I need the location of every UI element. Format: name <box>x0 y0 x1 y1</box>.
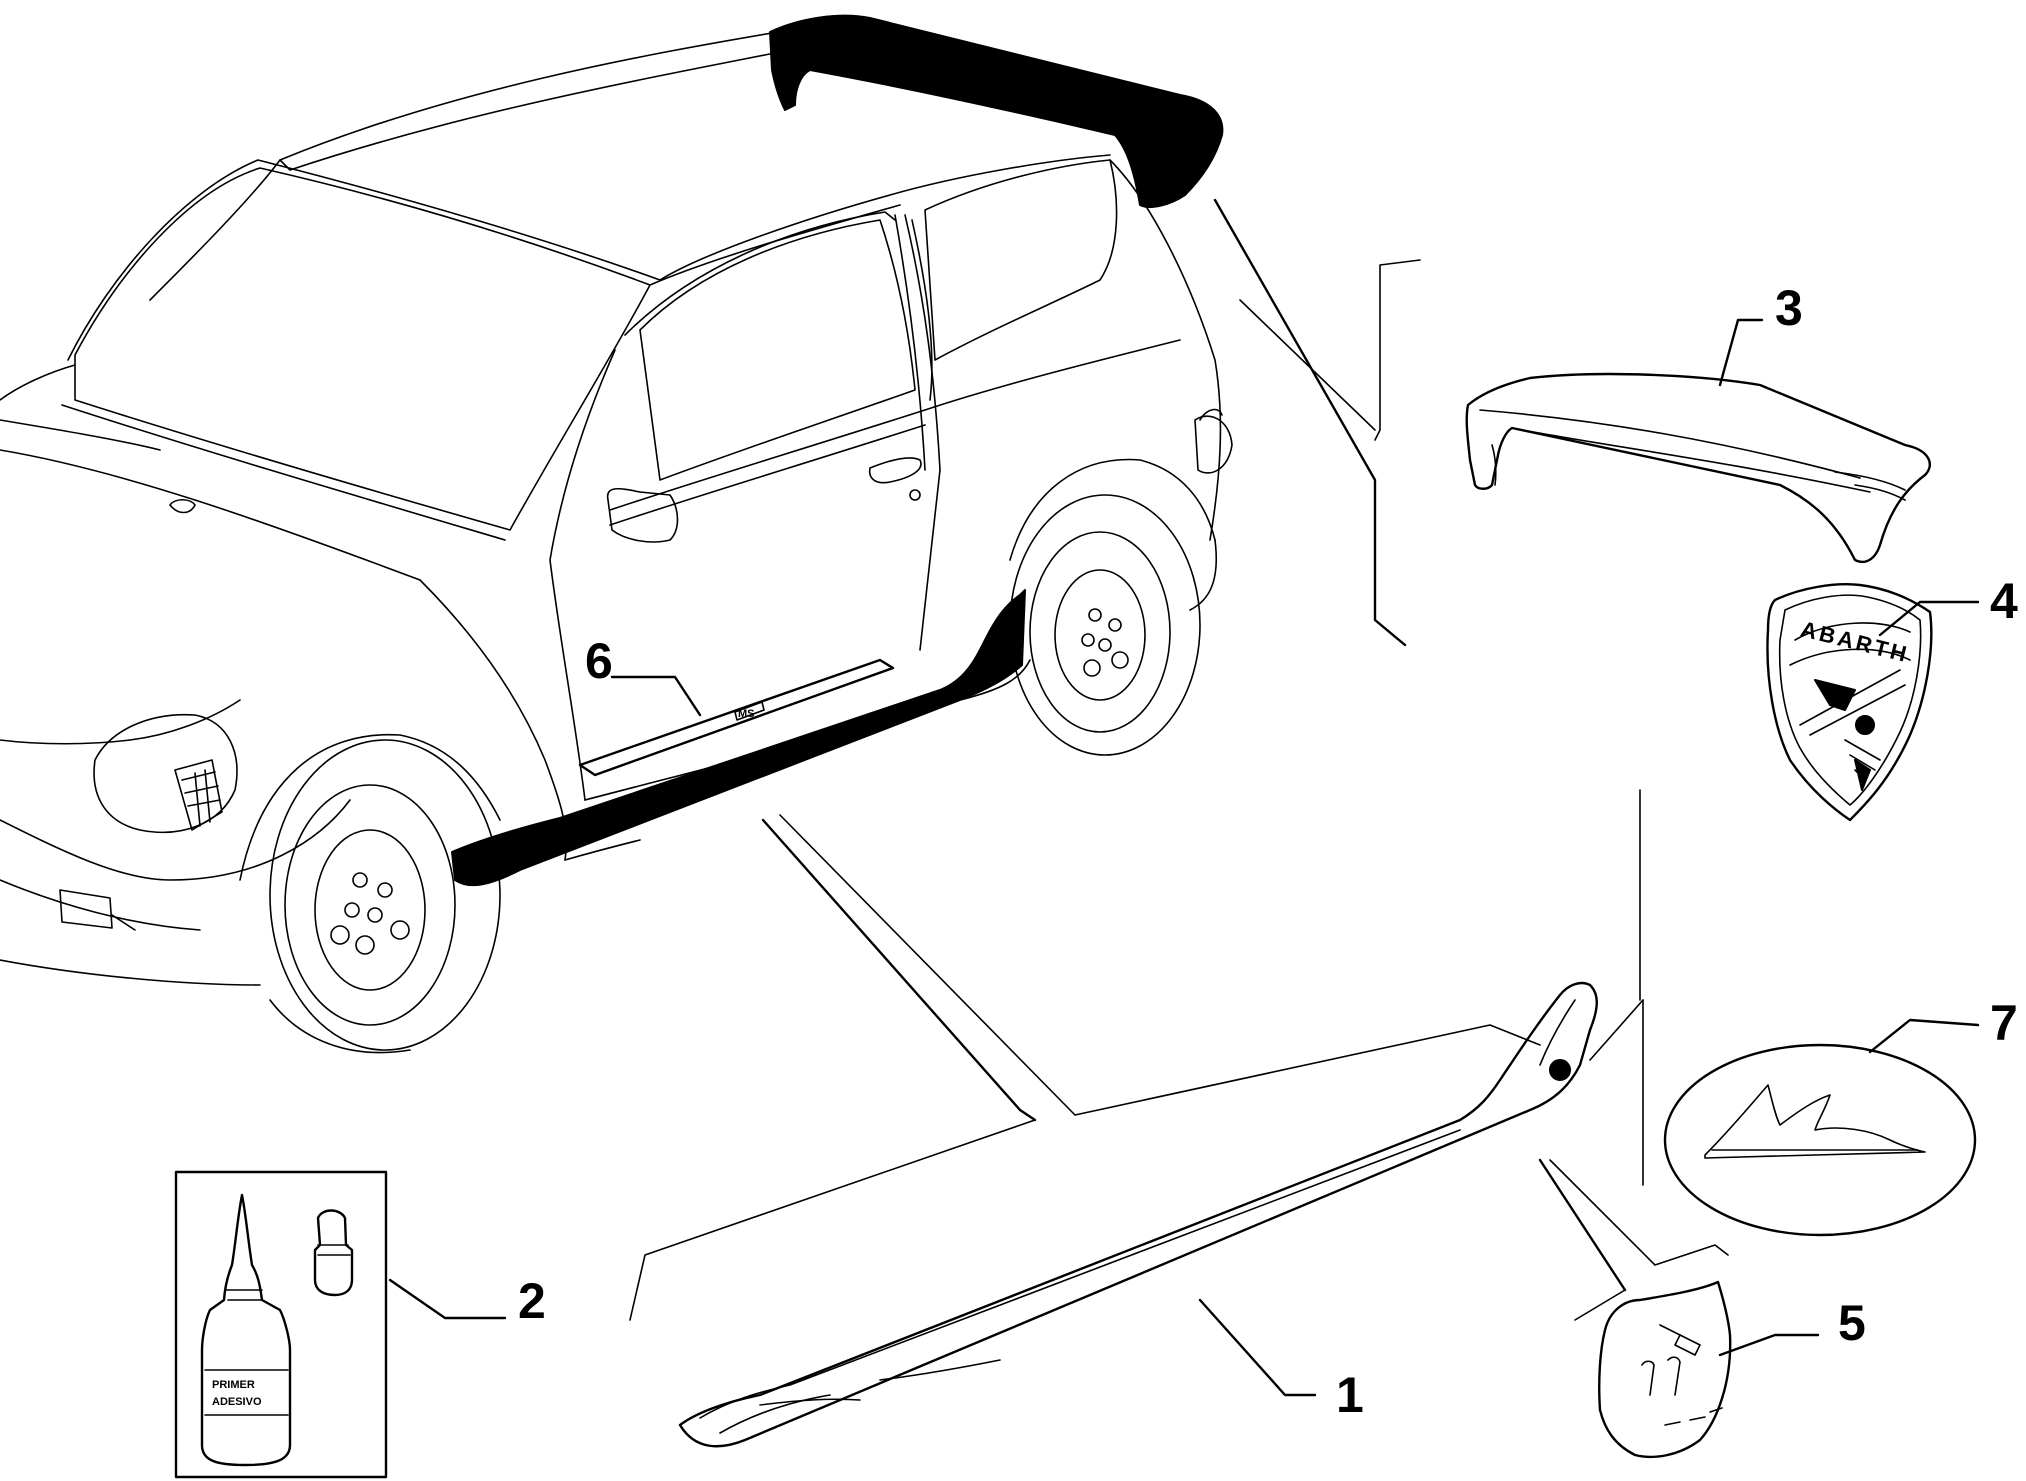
callout-leaders <box>388 318 1980 1397</box>
sill-plate-text: MS <box>738 708 755 720</box>
ms-oval-emblem <box>1663 1043 1977 1237</box>
callout-6: 6 <box>585 633 613 689</box>
callout-numbers: 1 2 3 4 5 6 7 <box>518 280 2018 1423</box>
side-skirt-part <box>678 981 1598 1448</box>
roof-spoiler-on-car <box>769 14 1224 208</box>
callout-2: 2 <box>518 1273 546 1329</box>
car-outline <box>0 29 1233 1054</box>
callout-3: 3 <box>1775 280 1803 336</box>
leader-lines <box>629 198 1729 1321</box>
rear-spoiler-part <box>1465 372 1931 564</box>
adhesive-kit: PRIMER ADESIVO <box>174 1170 388 1479</box>
door-sill-plate: MS <box>578 658 895 777</box>
callout-7: 7 <box>1990 995 2018 1051</box>
abarth-badge: ABARTH <box>1766 583 1933 822</box>
callout-1: 1 <box>1336 1367 1364 1423</box>
callout-5: 5 <box>1838 1295 1866 1351</box>
adhesive-label-2: ADESIVO <box>212 1396 262 1408</box>
side-skirt-on-car <box>451 589 1026 887</box>
adhesive-label-1: PRIMER <box>212 1379 255 1391</box>
callout-4: 4 <box>1990 573 2018 629</box>
screw-kit-bag <box>1598 1280 1732 1459</box>
